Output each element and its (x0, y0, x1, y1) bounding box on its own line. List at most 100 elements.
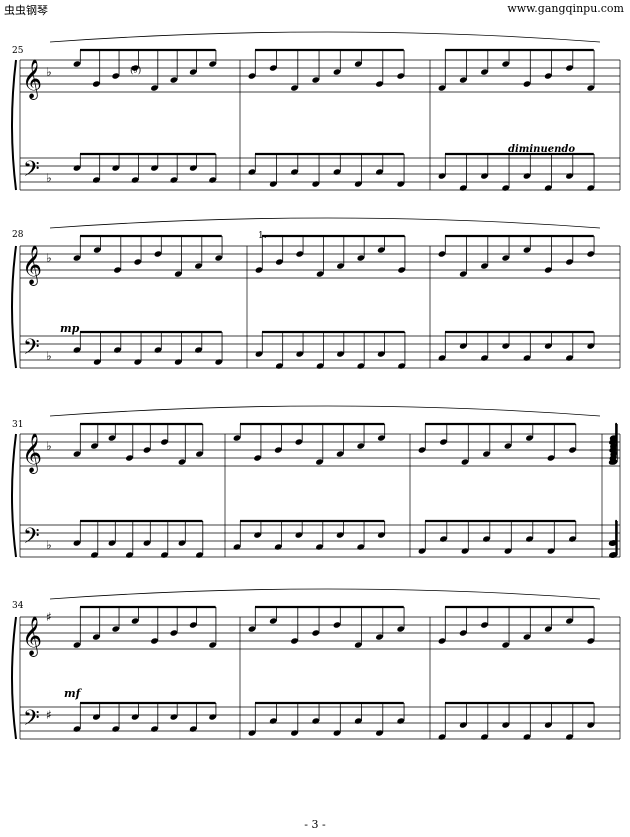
treble-note (174, 271, 182, 277)
treble-note (275, 259, 283, 265)
treble-note (333, 622, 341, 628)
treble-note (178, 459, 186, 465)
bass-note (73, 540, 81, 546)
bass-note (316, 363, 324, 369)
treble-note (291, 638, 298, 644)
bass-note (151, 165, 158, 171)
bass-note (254, 532, 262, 538)
bass-note (134, 359, 142, 365)
treble-note (587, 638, 595, 644)
key-sharp-icon: ♯ (46, 708, 52, 722)
treble-note (126, 455, 133, 461)
treble-note (357, 443, 365, 449)
treble-note (316, 459, 323, 465)
bass-note (481, 355, 488, 361)
treble-note (526, 435, 533, 441)
treble-note (354, 642, 362, 648)
site-name: 虫虫钢琴 (4, 4, 48, 17)
bass-note (502, 185, 510, 191)
bass-note (275, 363, 283, 369)
bass-note (566, 734, 573, 740)
bass-note (459, 343, 467, 349)
bass-note (312, 181, 320, 187)
bass-note (233, 544, 241, 550)
bass-note (502, 343, 510, 349)
bass-note (459, 722, 467, 728)
treble-note (92, 634, 100, 640)
treble-note (569, 447, 576, 453)
brace (11, 59, 17, 191)
site-url: www.gangqinpu.com (507, 2, 624, 15)
bass-note (587, 722, 595, 728)
treble-note (295, 439, 303, 445)
treble-note (248, 626, 256, 632)
treble-note (170, 630, 178, 636)
treble-note (481, 69, 488, 75)
bass-note (178, 540, 186, 546)
key-flat-icon: ♭ (46, 251, 52, 265)
treble-note (547, 455, 555, 461)
treble-note (134, 259, 142, 265)
treble-note (566, 259, 573, 265)
bass-note (114, 347, 121, 353)
treble-note (544, 267, 552, 273)
bass-note (215, 359, 223, 365)
treble-note (609, 435, 617, 441)
treble-note (523, 247, 531, 253)
bass-note (112, 165, 120, 171)
treble-note (312, 630, 320, 636)
bass-note (170, 177, 178, 183)
bass-note (438, 173, 446, 179)
treble-note (502, 642, 510, 648)
bass-note (131, 177, 139, 183)
key-flat-icon: ♭ (46, 439, 52, 453)
bass-note (248, 730, 256, 736)
treble-note (336, 451, 344, 457)
bass-note (566, 173, 573, 179)
treble-note (459, 630, 467, 636)
volta-label: 1. (258, 231, 267, 241)
treble-note (161, 439, 168, 445)
bass-note (461, 548, 469, 554)
bass-note (336, 532, 344, 538)
bass-note (131, 714, 139, 720)
bass-note (357, 363, 365, 369)
treble-note (151, 85, 158, 91)
treble-note (112, 73, 120, 79)
key-sharp-icon: ♯ (46, 610, 52, 624)
bass-note (274, 544, 282, 550)
bass-note (209, 714, 217, 720)
treble-clef-icon: 𝄞 (22, 433, 42, 474)
bass-note (73, 165, 81, 171)
bass-note (566, 355, 573, 361)
bass-note (196, 552, 203, 558)
treble-note (73, 642, 81, 648)
bass-note (143, 540, 151, 546)
bass-clef-icon: 𝄢 (23, 706, 40, 736)
treble-note (587, 85, 595, 91)
bass-note (161, 552, 168, 558)
treble-note (609, 455, 617, 461)
treble-note (544, 626, 552, 632)
treble-note (316, 271, 324, 277)
bass-note (93, 359, 101, 365)
treble-clef-icon: 𝄞 (22, 59, 42, 100)
treble-note (440, 439, 447, 445)
bass-note (357, 544, 365, 550)
bass-note (397, 718, 405, 724)
bass-note (170, 714, 178, 720)
treble-note (459, 77, 467, 83)
bass-note (73, 347, 81, 353)
bass-note (269, 181, 277, 187)
bass-note (544, 722, 552, 728)
treble-note (502, 61, 510, 67)
treble-note (312, 77, 320, 83)
bass-note (376, 730, 383, 736)
treble-note (92, 81, 100, 87)
treble-note (195, 263, 202, 269)
bass-note (189, 726, 197, 732)
treble-note (438, 638, 446, 644)
treble-note (376, 81, 383, 87)
bass-note (151, 726, 158, 732)
bass-note (502, 722, 510, 728)
